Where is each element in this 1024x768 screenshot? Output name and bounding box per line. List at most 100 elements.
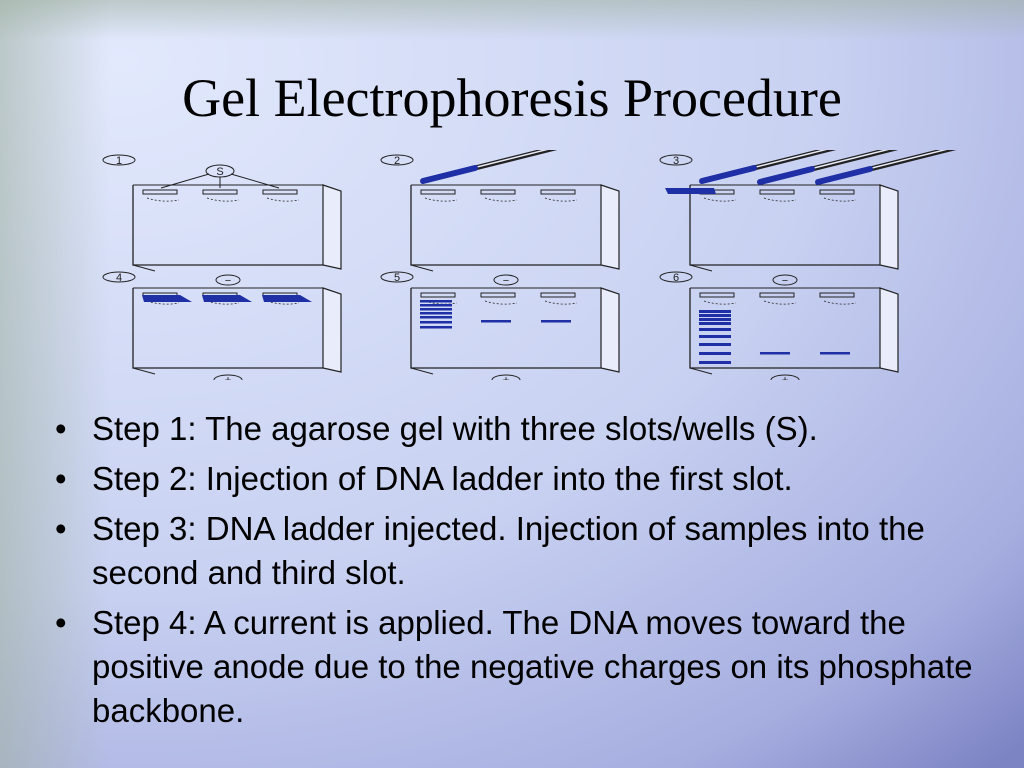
- ladder-band-4: [420, 312, 452, 315]
- well-pointer-1: [160, 173, 210, 189]
- gel-side: [322, 287, 342, 373]
- well-slot-2: [759, 292, 795, 298]
- pipette-sample-1: [699, 150, 837, 184]
- step-panel-2: 2: [380, 150, 620, 272]
- well-shadow: [266, 197, 300, 202]
- ladder-band-6: [699, 335, 731, 338]
- step-text: Step 3: DNA ladder injected. Injection o…: [92, 510, 925, 591]
- ladder-band-5: [420, 316, 452, 319]
- step-panel-4: 4−+: [102, 271, 342, 380]
- well-shadow: [206, 197, 240, 202]
- step-text: Step 2: Injection of DNA ladder into the…: [92, 460, 793, 497]
- well-slot-2: [759, 189, 795, 195]
- step-panel-3: 3: [659, 150, 957, 272]
- anode-label: +: [781, 373, 788, 380]
- sample-band-2: [760, 352, 790, 355]
- bullet-marker: •: [55, 460, 67, 497]
- pipette-tip-sample: [420, 165, 478, 184]
- bullet-marker: •: [55, 510, 67, 547]
- step-number: 6: [673, 272, 679, 284]
- bullet-marker: •: [55, 604, 67, 641]
- well-slot-2: [202, 189, 238, 195]
- gel-base: [410, 367, 434, 375]
- well-slot-2: [480, 189, 516, 195]
- gel-side: [879, 287, 899, 373]
- step-number-oval: [659, 154, 693, 166]
- well-shadow: [484, 197, 518, 202]
- cathode-oval: [215, 274, 241, 286]
- well-shadow: [424, 197, 458, 202]
- pipette-tip-sample: [815, 166, 873, 185]
- well-slot-1: [420, 292, 456, 298]
- ladder-band-7: [420, 326, 452, 329]
- well-slot-1: [699, 292, 735, 298]
- step-bullet-3: • Step 3: DNA ladder injected. Injection…: [55, 507, 985, 595]
- anode-oval: [213, 374, 243, 380]
- step-number: 5: [394, 272, 400, 284]
- cathode-oval: [493, 274, 519, 286]
- slide-title: Gel Electrophoresis Procedure: [182, 68, 842, 128]
- well-shadow: [266, 300, 300, 305]
- anode-oval: [770, 374, 800, 380]
- ladder-band-6: [420, 321, 452, 324]
- anode-oval: [491, 374, 521, 380]
- well-shadow: [763, 197, 797, 202]
- well-slot-3: [262, 189, 298, 195]
- well-shadow: [823, 197, 857, 202]
- pipette-tip-sample: [699, 165, 757, 184]
- well-shadow: [146, 197, 180, 202]
- dna-loaded-1: [142, 295, 192, 302]
- bullet-marker: •: [55, 410, 67, 447]
- well-slot-1: [142, 189, 178, 195]
- gel-side: [600, 287, 620, 373]
- pipette-tip-sample: [757, 166, 815, 185]
- well-shadow: [544, 300, 578, 305]
- step-list: • Step 1: The agarose gel with three slo…: [55, 407, 985, 739]
- well-shadow: [823, 300, 857, 305]
- well-label: S: [216, 166, 223, 178]
- well-shadow: [146, 300, 180, 305]
- well-shadow: [544, 197, 578, 202]
- cathode-oval: [772, 274, 798, 286]
- ladder-band-8: [699, 352, 731, 355]
- pipette-sample-2: [757, 150, 899, 185]
- step-number-oval: [659, 271, 693, 283]
- gel-side: [322, 184, 342, 270]
- step-text: Step 4: A current is applied. The DNA mo…: [92, 604, 973, 729]
- gel-base: [689, 264, 713, 272]
- step-bullet-1: • Step 1: The agarose gel with three slo…: [55, 407, 985, 451]
- ladder-band-2: [699, 314, 731, 317]
- step-panel-5: 5−+: [380, 271, 620, 380]
- gel-front: [132, 185, 323, 266]
- ladder-band-2: [420, 304, 452, 307]
- sample-band-3: [820, 352, 850, 355]
- well-pointer-3: [230, 173, 280, 189]
- step-number: 3: [673, 155, 679, 167]
- ladder-loaded-well: [665, 188, 716, 194]
- cathode-label: −: [782, 275, 788, 287]
- ladder-band-7: [699, 343, 731, 346]
- dna-loaded-3: [262, 295, 312, 302]
- well-slot-3: [819, 189, 855, 195]
- gel-base: [410, 264, 434, 272]
- gel-side: [879, 184, 899, 270]
- step-number-oval: [102, 271, 136, 283]
- well-slot-3: [540, 292, 576, 298]
- ladder-band-1: [699, 310, 731, 313]
- step-bullet-2: • Step 2: Injection of DNA ladder into t…: [55, 457, 985, 501]
- well-shadow: [484, 300, 518, 305]
- gel-base: [132, 367, 156, 375]
- gel-side: [600, 184, 620, 270]
- well-shadow: [763, 300, 797, 305]
- step-bullet-4: • Step 4: A current is applied. The DNA …: [55, 601, 985, 733]
- step-number: 1: [116, 155, 122, 167]
- ladder-band-1: [420, 300, 452, 303]
- well-shadow: [703, 300, 737, 305]
- well-shadow: [703, 197, 737, 202]
- ladder-band-3: [420, 308, 452, 311]
- step-panel-1: 1S: [102, 154, 342, 272]
- sample-band-2: [481, 320, 511, 323]
- step-panel-6: 6 − +: [659, 271, 899, 380]
- ladder-band-4: [699, 322, 731, 325]
